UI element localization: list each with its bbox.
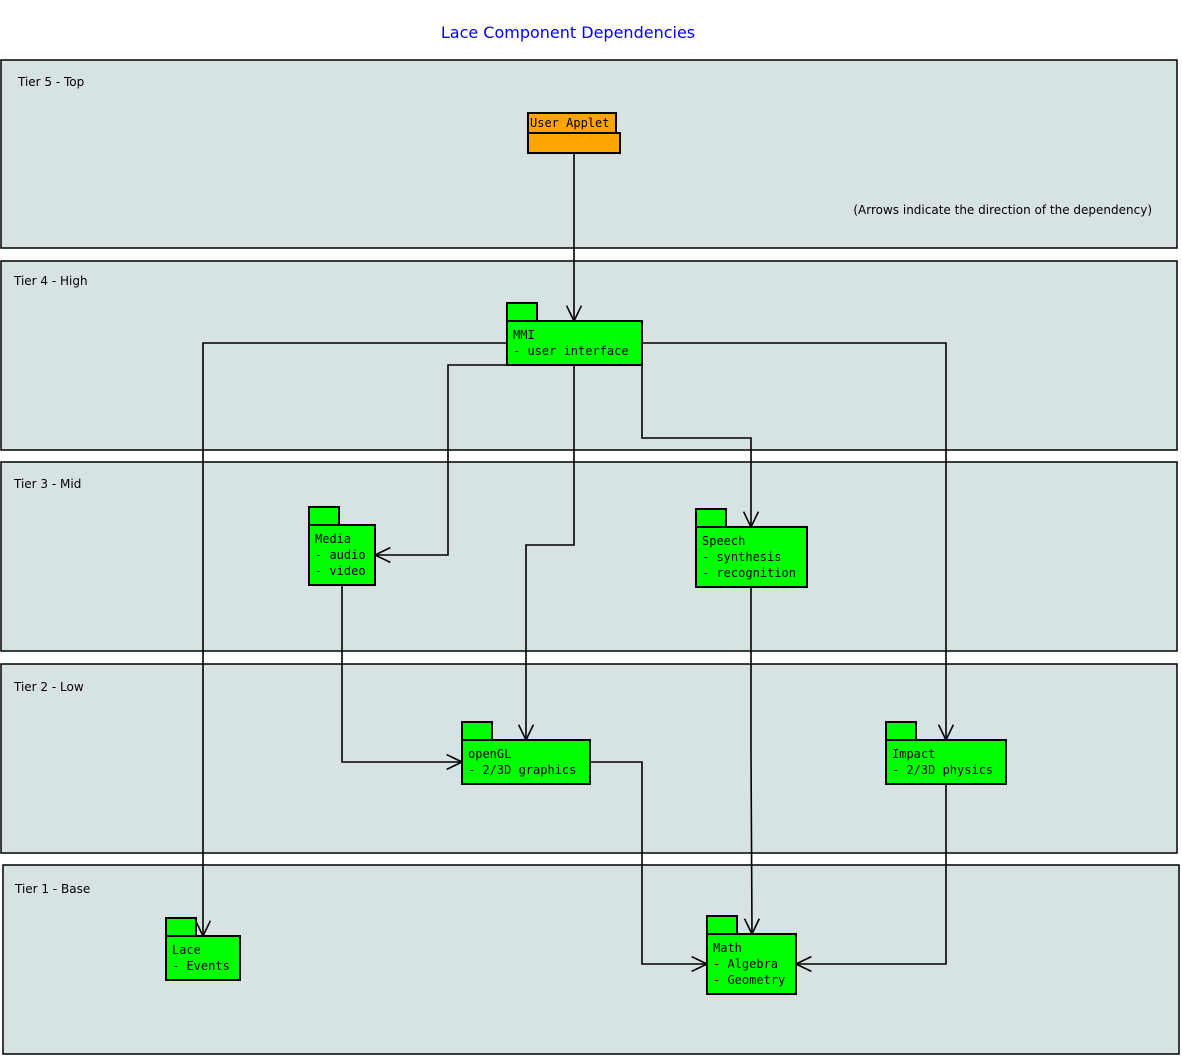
package-detail: - Algebra: [713, 957, 778, 971]
package-opengl: openGL - 2/3D graphics: [461, 721, 591, 785]
package-mmi: MMI - user interface: [506, 302, 643, 366]
package-impact: Impact - 2/3D physics: [885, 721, 1007, 785]
tier-3-box: [0, 461, 1178, 652]
tier-1-label: Tier 1 - Base: [14, 882, 90, 896]
package-user-applet: User Applet: [527, 112, 621, 154]
package-tab: [461, 721, 493, 741]
tier-3: Tier 3 - Mid: [0, 461, 1178, 652]
dependency-impact-to-math: [796, 784, 947, 965]
package-name: Impact: [892, 747, 935, 761]
package-tab: [165, 917, 197, 937]
dependency-mmi-to-opengl: [525, 365, 575, 740]
package-body: [506, 320, 643, 366]
package-name: Math: [713, 941, 742, 955]
package-detail: - audio: [315, 548, 366, 562]
package-detail: - Events: [172, 959, 230, 973]
package-tab: [885, 721, 917, 741]
dependency-opengl-to-math: [590, 761, 707, 965]
package-name: MMI: [513, 328, 535, 342]
package-detail: - 2/3D physics: [892, 763, 993, 777]
dependency-edges: [194, 153, 955, 973]
package-name: Media: [315, 532, 351, 546]
dependency-mmi-to-media: [375, 364, 507, 556]
package-tab: [308, 506, 340, 526]
package-detail: - video: [315, 564, 366, 578]
package-name: Speech: [702, 534, 745, 548]
package-name: openGL: [468, 747, 511, 761]
package-detail: - Geometry: [713, 973, 785, 987]
package-detail: - synthesis: [702, 550, 781, 564]
dependency-mmi-to-lace: [202, 342, 507, 936]
package-body: [461, 739, 591, 785]
dependency-mmi-to-impact: [642, 342, 947, 740]
package-media: Media - audio - video: [308, 506, 376, 586]
package-detail: - recognition: [702, 566, 796, 580]
dependency-note: (Arrows indicate the direction of the de…: [853, 203, 1152, 217]
tier-5-label: Tier 5 - Top: [17, 75, 84, 89]
package-name: Lace: [172, 943, 201, 957]
package-detail: - user interface: [513, 344, 629, 358]
package-math: Math - Algebra - Geometry: [706, 915, 797, 995]
package-name: User Applet: [530, 116, 609, 130]
package-body: [706, 933, 797, 995]
package-tab: [506, 302, 538, 322]
dependency-speech-to-math: [750, 587, 753, 935]
package-tab: [706, 915, 738, 935]
package-body: [527, 132, 621, 154]
tier-4-label: Tier 4 - High: [13, 274, 88, 288]
diagram-title: Lace Component Dependencies: [441, 23, 695, 42]
tier-2-label: Tier 2 - Low: [13, 680, 84, 694]
package-body: [885, 739, 1007, 785]
package-body: [695, 526, 808, 588]
package-lace: Lace - Events: [165, 917, 241, 981]
package-detail: - 2/3D graphics: [468, 763, 576, 777]
package-body: [308, 524, 376, 586]
tier-3-label: Tier 3 - Mid: [13, 477, 81, 491]
dependency-media-to-opengl: [341, 585, 462, 763]
package-tab: [695, 508, 727, 528]
package-speech: Speech - synthesis - recognition: [695, 508, 808, 588]
package-body: [165, 935, 241, 981]
dependency-mmi-to-speech: [641, 365, 752, 527]
